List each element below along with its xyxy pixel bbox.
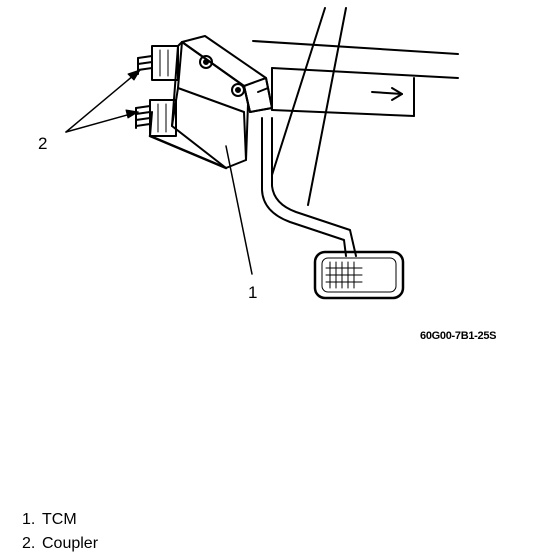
cross-member [271,67,459,117]
coupler-upper [137,45,179,81]
legend-item-label: Coupler [42,535,99,552]
leader-line-2 [65,69,141,133]
pedal-pad-grip [325,261,363,289]
brake-pedal [261,117,405,300]
steering-column [271,7,347,206]
callout-number-2: 2 [38,134,48,153]
legend-item-number: 2. [22,535,36,552]
coupler-lower [135,99,177,137]
callout-number-1: 1 [248,283,258,302]
dashboard-edge-line [252,40,459,55]
legend-item-number: 1. [22,511,36,528]
legend-item-coupler: 2. Coupler [22,532,98,556]
leader-line-1 [225,145,253,275]
legend-item-tcm: 1. TCM [22,508,98,532]
tcm-unit [148,41,249,170]
figure-code: 60G00-7B1-25S [420,330,497,342]
legend-item-label: TCM [42,511,77,528]
legend: 1. TCM 2. Coupler [22,508,98,556]
